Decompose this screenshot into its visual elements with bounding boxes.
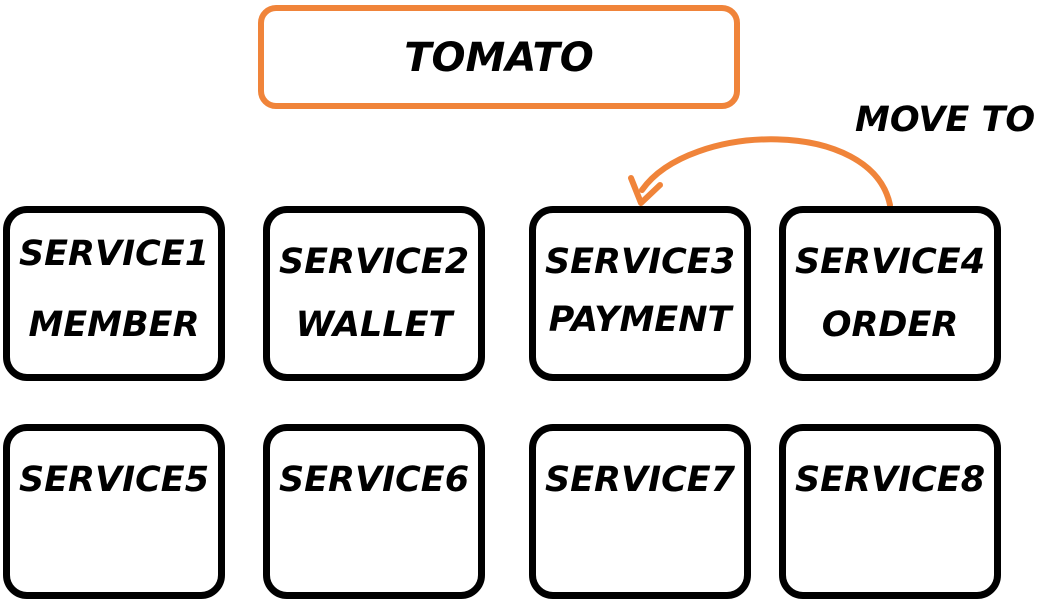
service-role: WALLET — [295, 305, 453, 345]
move-arrow-head — [628, 175, 663, 206]
service-box-8: SERVICE8 — [779, 424, 1001, 599]
service-box-5: SERVICE5 — [3, 424, 225, 599]
diagram-title: TOMATO — [404, 35, 594, 81]
service-box-6: SERVICE6 — [263, 424, 485, 599]
service-role: ORDER — [821, 305, 959, 345]
service-name: SERVICE4 — [794, 242, 986, 282]
service-name: SERVICE7 — [544, 460, 736, 500]
service-name: SERVICE2 — [278, 242, 470, 282]
move-arrow-curve — [639, 136, 893, 208]
service-name: SERVICE8 — [794, 460, 986, 500]
service-name: SERVICE3 — [544, 242, 736, 282]
service-role: MEMBER — [28, 305, 200, 345]
service-box-7: SERVICE7 — [529, 424, 751, 599]
service-name: SERVICE1 — [18, 234, 210, 274]
service-box-3: SERVICE3 PAYMENT — [529, 206, 751, 381]
service-box-1: SERVICE1 MEMBER — [3, 206, 225, 381]
service-role: PAYMENT — [548, 300, 732, 340]
service-box-2: SERVICE2 WALLET — [263, 206, 485, 381]
service-name: SERVICE5 — [18, 460, 210, 500]
title-box: TOMATO — [258, 5, 740, 109]
service-name: SERVICE6 — [278, 460, 470, 500]
move-to-label: MOVE TO — [855, 100, 1036, 140]
service-box-4: SERVICE4 ORDER — [779, 206, 1001, 381]
